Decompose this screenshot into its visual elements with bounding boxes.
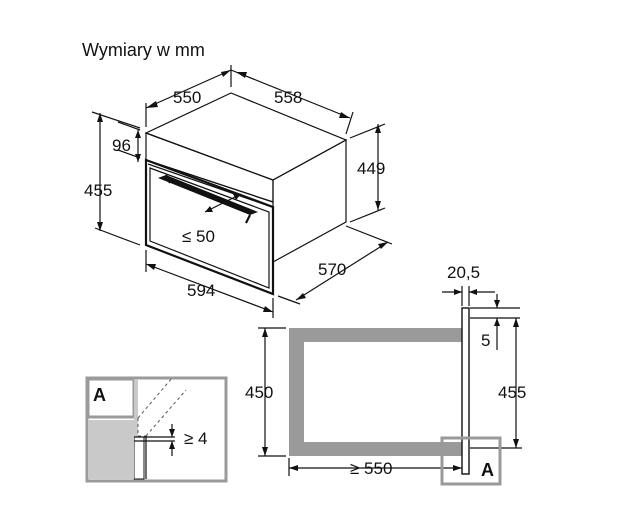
detail-min-gap: ≥ 4 (184, 429, 208, 448)
door-panel (461, 307, 470, 475)
detail-a-view: A ≥ 4 (85, 376, 228, 483)
detail-callout-box (440, 436, 502, 486)
detail-wall-top (88, 420, 134, 436)
dim-depth-558: 558 (274, 88, 302, 107)
dim-total-depth-570: 570 (318, 260, 346, 279)
dim-panel-96: 96 (112, 136, 131, 155)
oven-isometric-view: 550 558 96 455 449 ≤ 50 (84, 65, 393, 318)
dim-body-height-449: 449 (357, 159, 385, 178)
dim-niche-height-450: 450 (245, 383, 273, 402)
niche-side-view: 20,5 5 455 450 ≥ 550 A (245, 263, 526, 486)
oven-handle (158, 174, 258, 224)
dim-front-height-455: 455 (84, 181, 112, 200)
callout-label-a: A (481, 460, 494, 480)
dim-gap-5: 5 (481, 331, 490, 350)
detail-frame (85, 376, 228, 483)
detail-label-a: A (93, 385, 106, 405)
dim-niche-depth-550: ≥ 550 (350, 459, 392, 478)
dim-width-550: 550 (173, 88, 201, 107)
dim-front-width-594: 594 (187, 281, 215, 300)
oven-side (272, 138, 347, 264)
dim-front-height-455-side: 455 (498, 383, 526, 402)
dim-handle-clearance: ≤ 50 (182, 227, 215, 246)
dim-door-thickness: 20,5 (447, 263, 480, 282)
units-title: Wymiary w mm (82, 40, 205, 60)
